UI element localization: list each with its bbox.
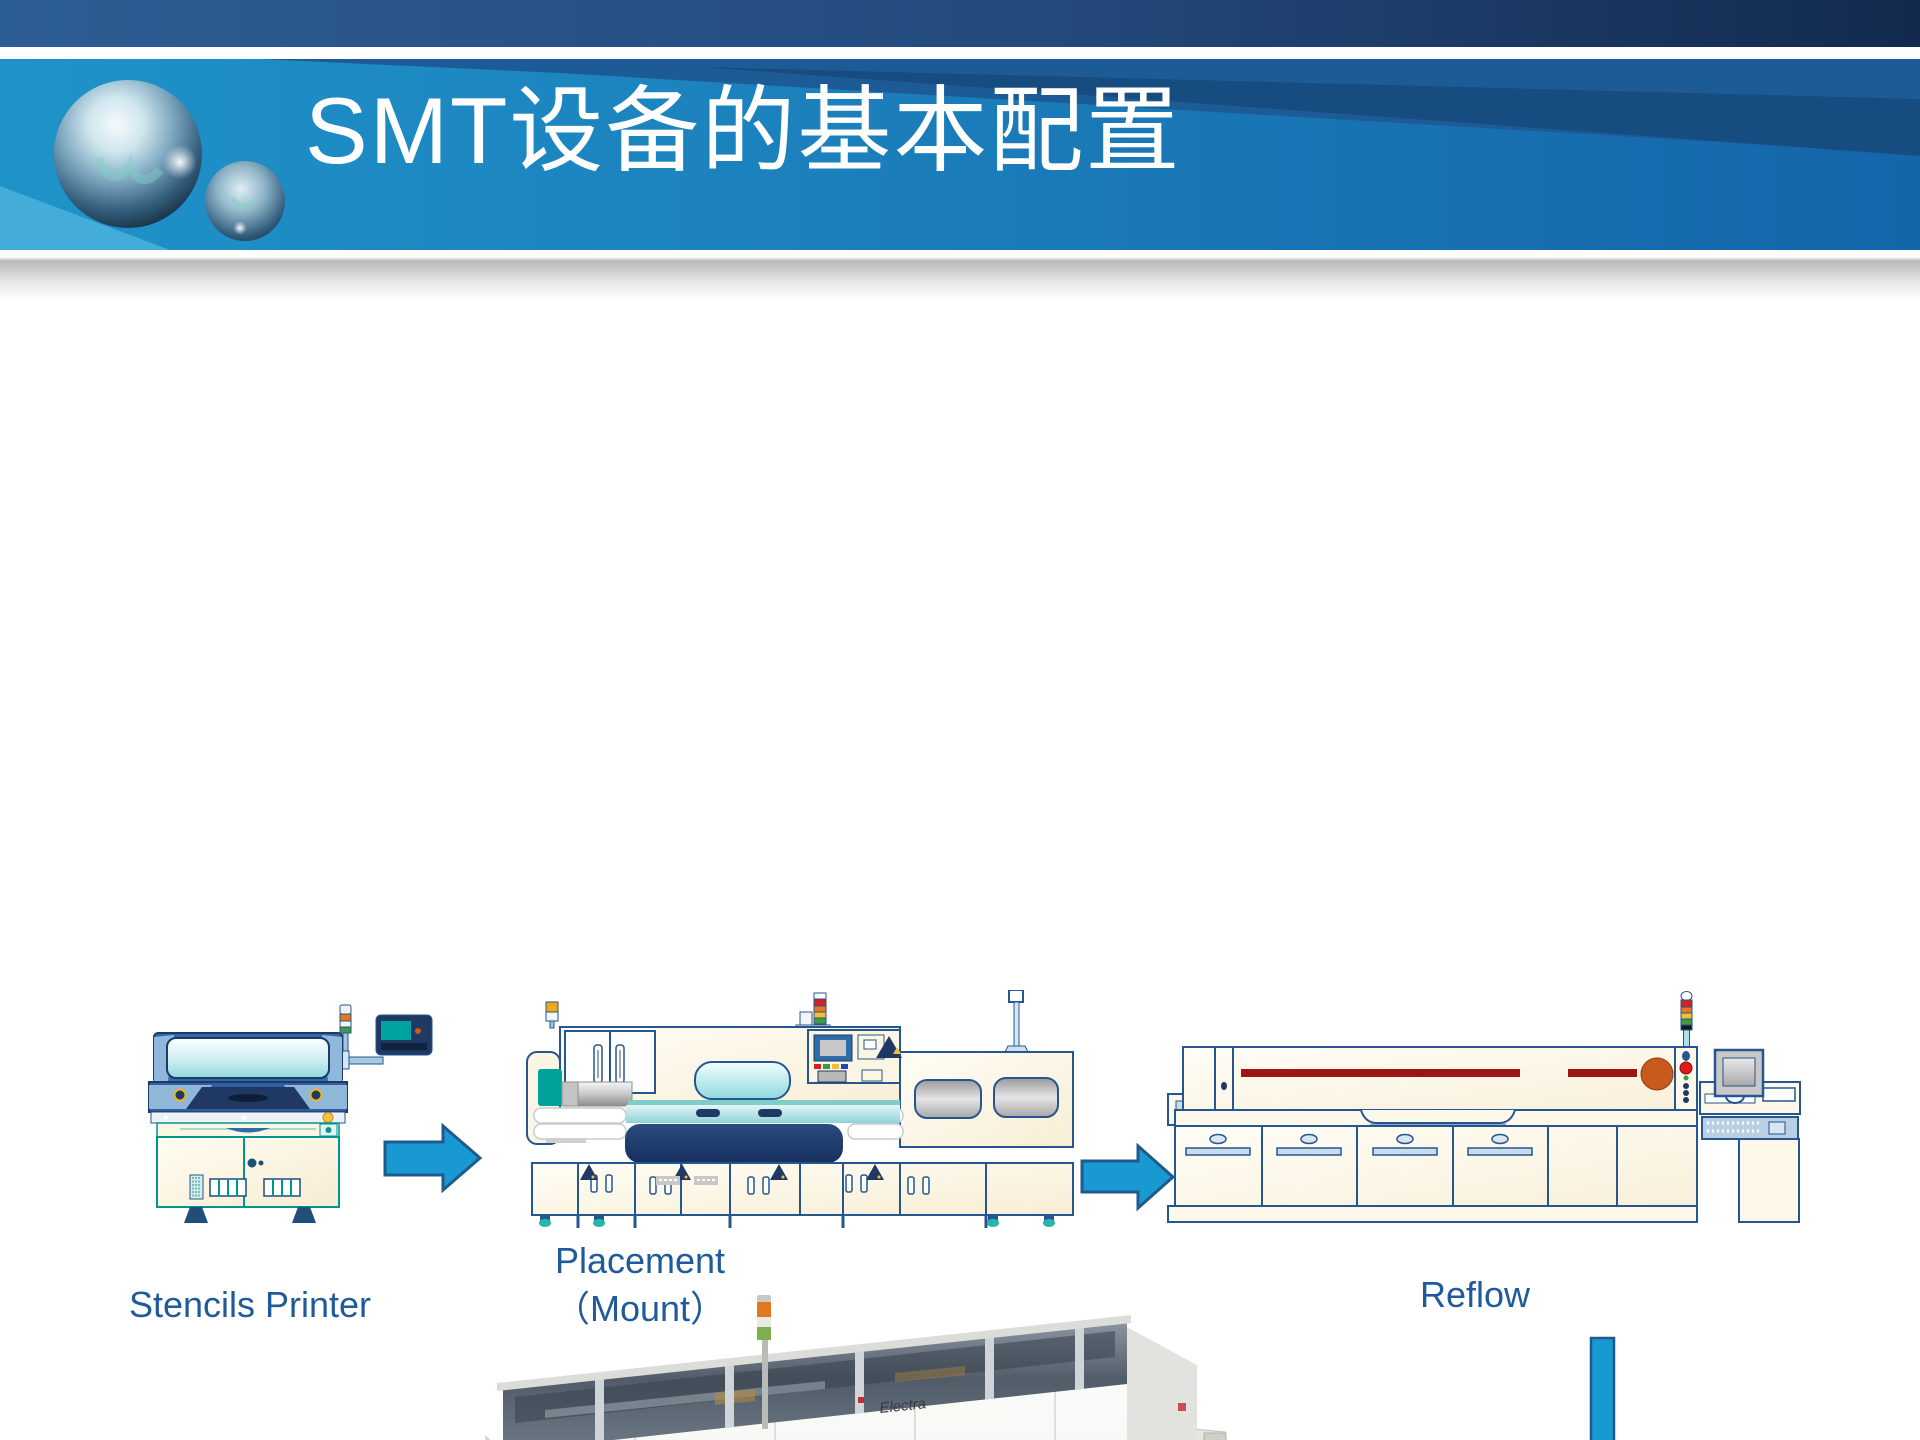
placement-signal-tower-icon <box>545 1001 559 1029</box>
reflow-computer-station <box>1699 1048 1801 1223</box>
reflow-heater-stripe <box>1241 1069 1520 1077</box>
wave-machine-brand-text: Electra <box>879 1395 927 1417</box>
placement-feet <box>539 1215 1055 1227</box>
placement-camera-pole <box>1004 989 1029 1053</box>
page-title: SMT设备的基本配置 <box>305 78 1182 183</box>
wave-glass-canopy <box>503 1321 1127 1440</box>
reflow-oven-illustration <box>1165 990 1805 1225</box>
arrow-stencils-to-placement-icon <box>383 1122 483 1194</box>
header-shadow-bar <box>0 250 1920 300</box>
wave-soldering-photo: Electra <box>425 1285 1235 1440</box>
header-band-graphic <box>0 59 1920 250</box>
sphere-small-icon <box>205 161 285 241</box>
stencils-printer-illustration <box>140 995 440 1230</box>
header-white-strip <box>0 47 1920 59</box>
reflow-signal-tower-icon <box>1680 991 1693 1048</box>
arrow-reflow-down-icon <box>1575 1336 1631 1440</box>
sphere-logo-icon <box>54 80 285 241</box>
placement-machine-illustration <box>428 989 1078 1230</box>
slide-logo <box>40 66 290 256</box>
sphere-large-icon <box>54 80 202 228</box>
header-title-band <box>0 59 1920 250</box>
flow-diagram: Electra <box>0 440 1920 1440</box>
header-top-band <box>0 0 1920 47</box>
placement-conveyor-band <box>625 1124 843 1163</box>
label-reflow: Reflow <box>1419 1274 1531 1315</box>
placement-signal-tower2-icon <box>795 992 831 1032</box>
reflow-control-column <box>1674 1046 1698 1111</box>
label-stencils-printer: Stencils Printer <box>128 1284 372 1325</box>
reflow-door-handles <box>1185 1133 1533 1156</box>
arrow-placement-to-reflow-icon <box>1080 1142 1176 1212</box>
label-placement: Placement （Mount） <box>553 1240 727 1329</box>
reflow-dial <box>1640 1057 1674 1091</box>
wave-signal-tower-icon <box>757 1295 771 1429</box>
